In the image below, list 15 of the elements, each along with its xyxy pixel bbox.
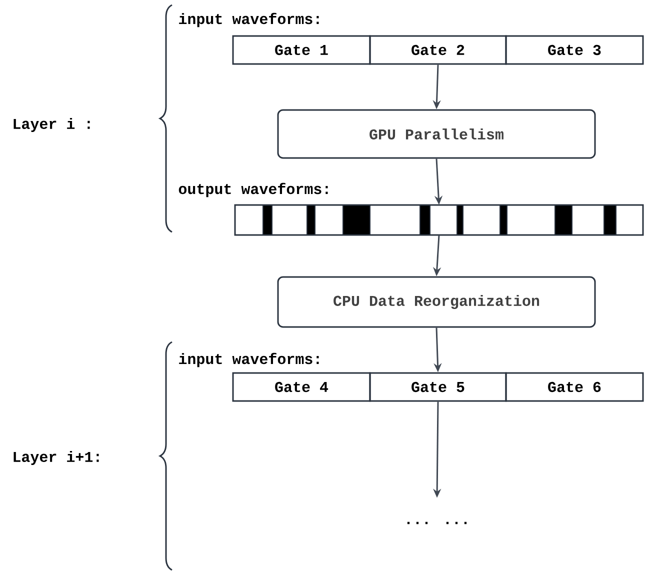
process-box: GPU Parallelism (277, 109, 596, 159)
gate-cell: Gate 2 (369, 35, 507, 65)
gate-cell: Gate 1 (232, 35, 371, 65)
gate-cell: Gate 6 (505, 372, 644, 402)
gate-cell: Gate 5 (369, 372, 507, 402)
text-label: Layer i : (14, 118, 90, 132)
gate-cell: Gate 4 (232, 372, 371, 402)
text-label: input waveforms: (179, 12, 319, 28)
process-box: CPU Data Reorganization (277, 276, 596, 328)
text-label: output waveforms: (178, 182, 328, 198)
text-label: Layer i+1: (14, 451, 99, 465)
waveform-strip (234, 204, 644, 236)
gate-cell: Gate 3 (505, 35, 644, 65)
text-label: input waveforms: (179, 352, 319, 368)
ellipsis-text: ... ... (407, 522, 467, 524)
